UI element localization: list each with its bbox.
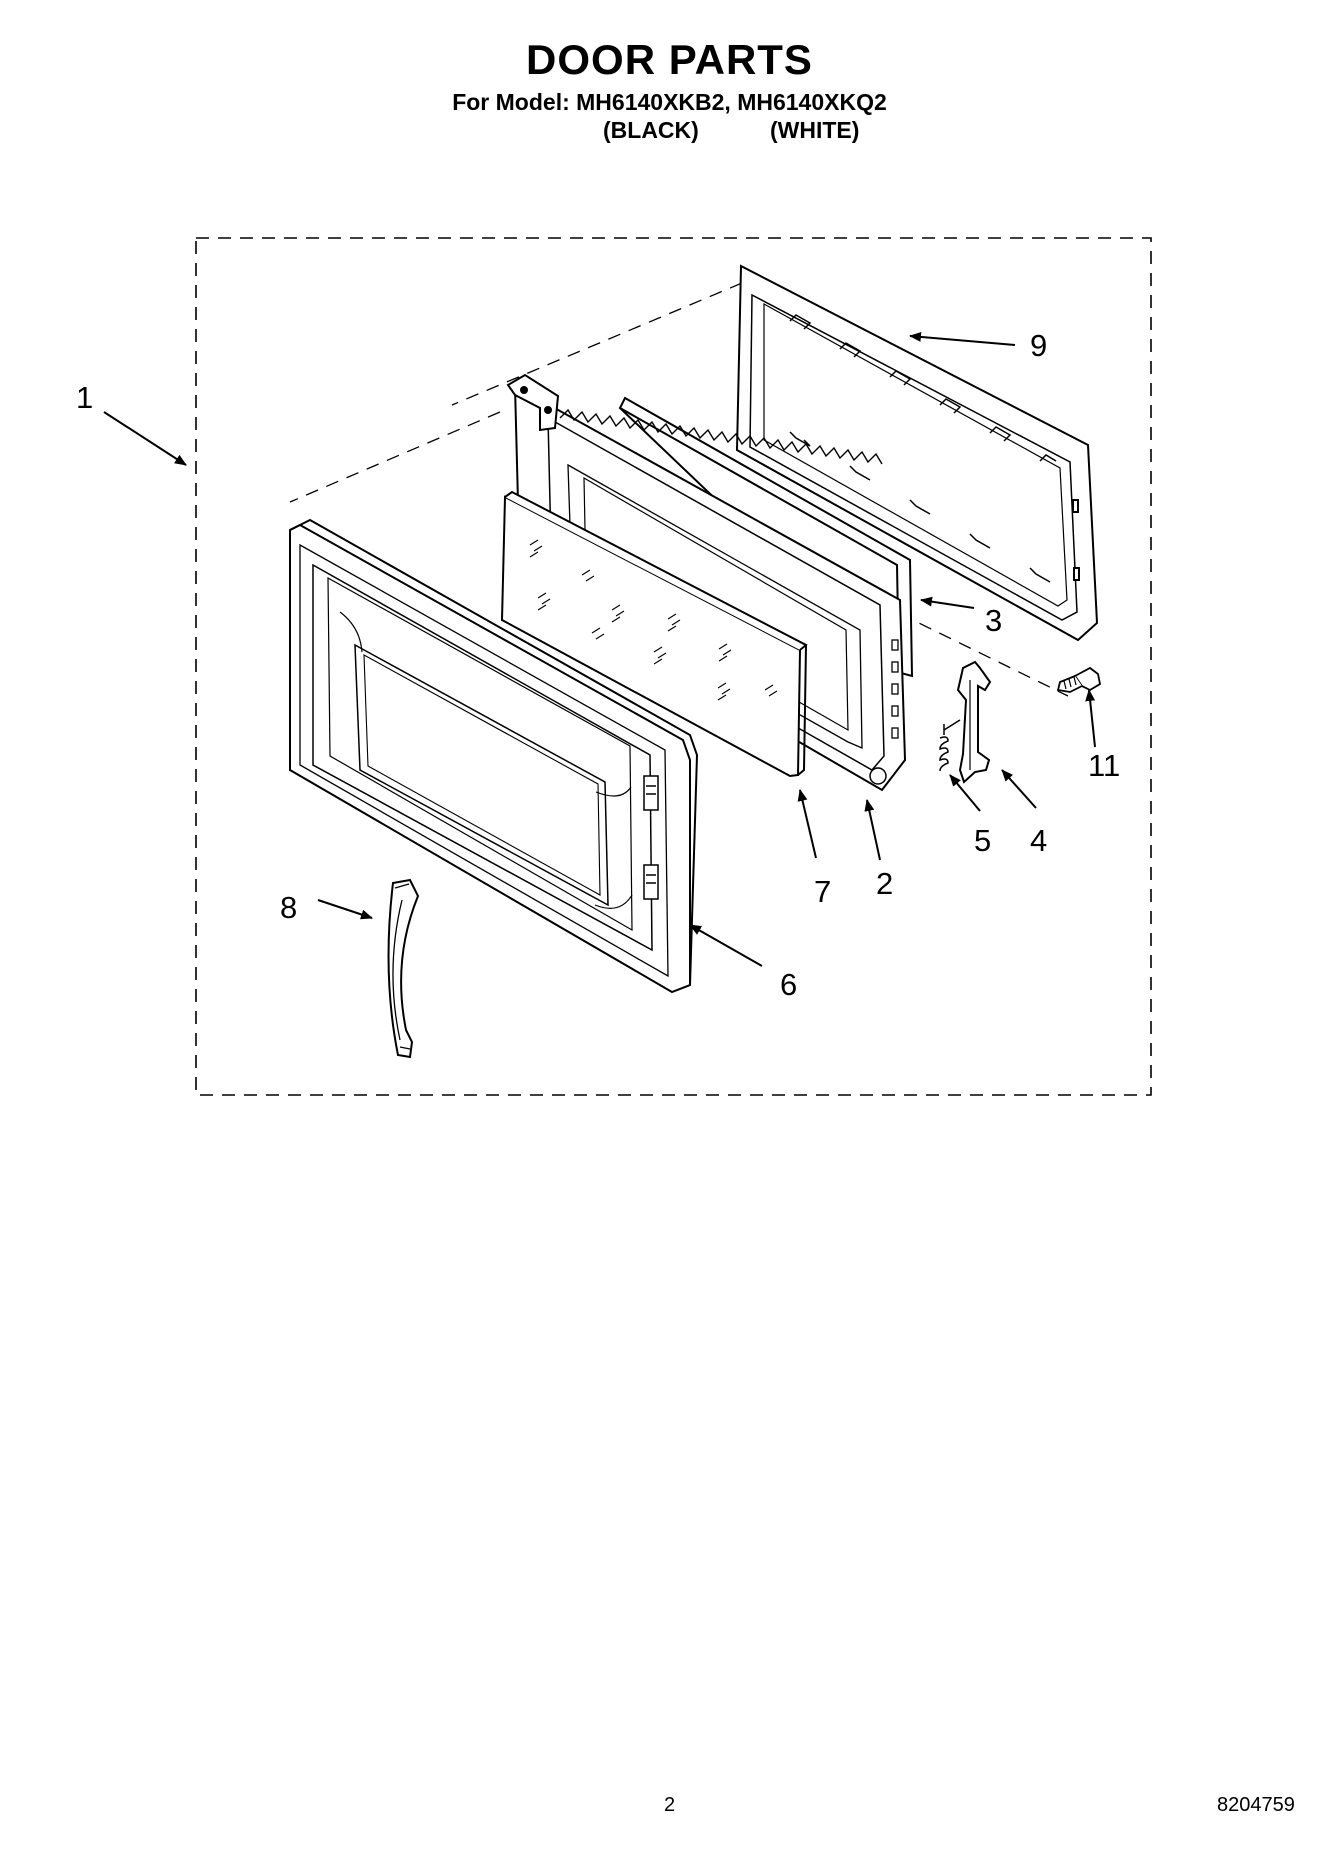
door-choke-frame [735, 264, 1099, 642]
door-latch [956, 660, 992, 784]
callout-4: 4 [1030, 823, 1047, 858]
page-number: 2 [664, 1794, 676, 1816]
callout-3: 3 [985, 603, 1002, 638]
document-number: 8204759 [1217, 1794, 1295, 1816]
callout-11: 11 [1088, 748, 1120, 783]
callout-7: 7 [814, 874, 831, 909]
callout-6: 6 [780, 967, 797, 1002]
callout-1: 1 [76, 380, 93, 415]
door-glass-panel [500, 490, 808, 778]
door-handle [387, 878, 420, 1059]
screw [1056, 666, 1102, 693]
assembly-boundary [195, 237, 1152, 1096]
callout-9: 9 [1030, 328, 1047, 363]
variant-black: (BLACK) [603, 117, 699, 143]
callout-2: 2 [876, 866, 893, 901]
outer-door-panel [289, 518, 699, 994]
variant-white: (WHITE) [770, 117, 860, 143]
latch-spring [939, 719, 961, 772]
callout-5: 5 [974, 823, 991, 858]
leader-arrows [103, 331, 1096, 967]
callout-8: 8 [280, 890, 297, 925]
model-line: For Model: MH6140XKB2, MH6140XKQ2 [452, 89, 887, 115]
page-title: DOOR PARTS [526, 36, 813, 83]
